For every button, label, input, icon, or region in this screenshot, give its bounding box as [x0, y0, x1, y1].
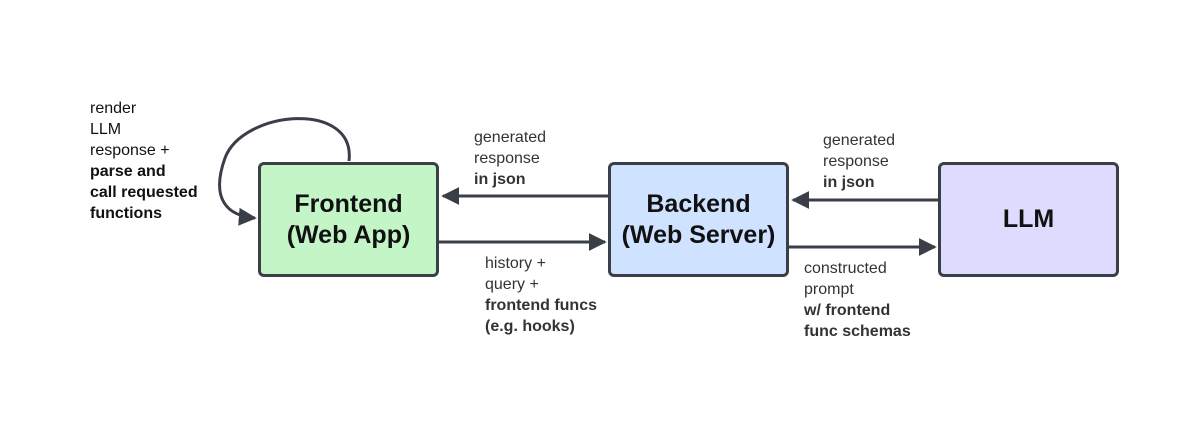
label-line: in json — [823, 174, 875, 191]
backend-to-llm-label: constructed prompt w/ frontend func sche… — [804, 258, 911, 342]
label-line: LLM — [90, 121, 122, 138]
label-line: generated — [823, 132, 896, 149]
self-loop-arrow — [218, 117, 351, 226]
llm-node-title: LLM — [1002, 205, 1055, 233]
frontend-node-subtitle: (Web App) — [286, 220, 411, 249]
label-line: call requested — [90, 184, 198, 201]
backend-to-frontend-label: generated response in json — [474, 127, 546, 190]
label-line: generated — [474, 129, 547, 146]
label-line: w/ frontend — [804, 302, 891, 319]
label-line: response — [823, 153, 889, 170]
frontend-node-title: Frontend — [294, 189, 403, 218]
label-line: response + — [90, 142, 170, 159]
label-line: constructed — [804, 260, 887, 277]
backend-node-subtitle: (Web Server) — [621, 220, 776, 249]
render-loop-label: render LLM response + parse and call req… — [90, 98, 198, 224]
label-line: functions — [90, 205, 162, 222]
backend-node: Backend (Web Server) — [608, 162, 789, 277]
label-line: prompt — [804, 281, 854, 298]
label-line: parse and — [90, 163, 166, 180]
label-line: history + — [485, 255, 546, 272]
llm-node: LLM — [938, 162, 1119, 277]
frontend-node: Frontend (Web App) — [258, 162, 439, 277]
label-line: frontend funcs — [485, 297, 597, 314]
label-line: in json — [474, 171, 526, 188]
backend-node-title: Backend — [646, 189, 751, 218]
label-line: render — [90, 100, 137, 117]
label-line: func schemas — [804, 323, 911, 340]
label-line: query + — [485, 276, 539, 293]
label-line: (e.g. hooks) — [485, 318, 575, 335]
label-line: response — [474, 150, 540, 167]
llm-to-backend-label: generated response in json — [823, 130, 895, 193]
frontend-to-backend-label: history + query + frontend funcs (e.g. h… — [485, 253, 597, 337]
